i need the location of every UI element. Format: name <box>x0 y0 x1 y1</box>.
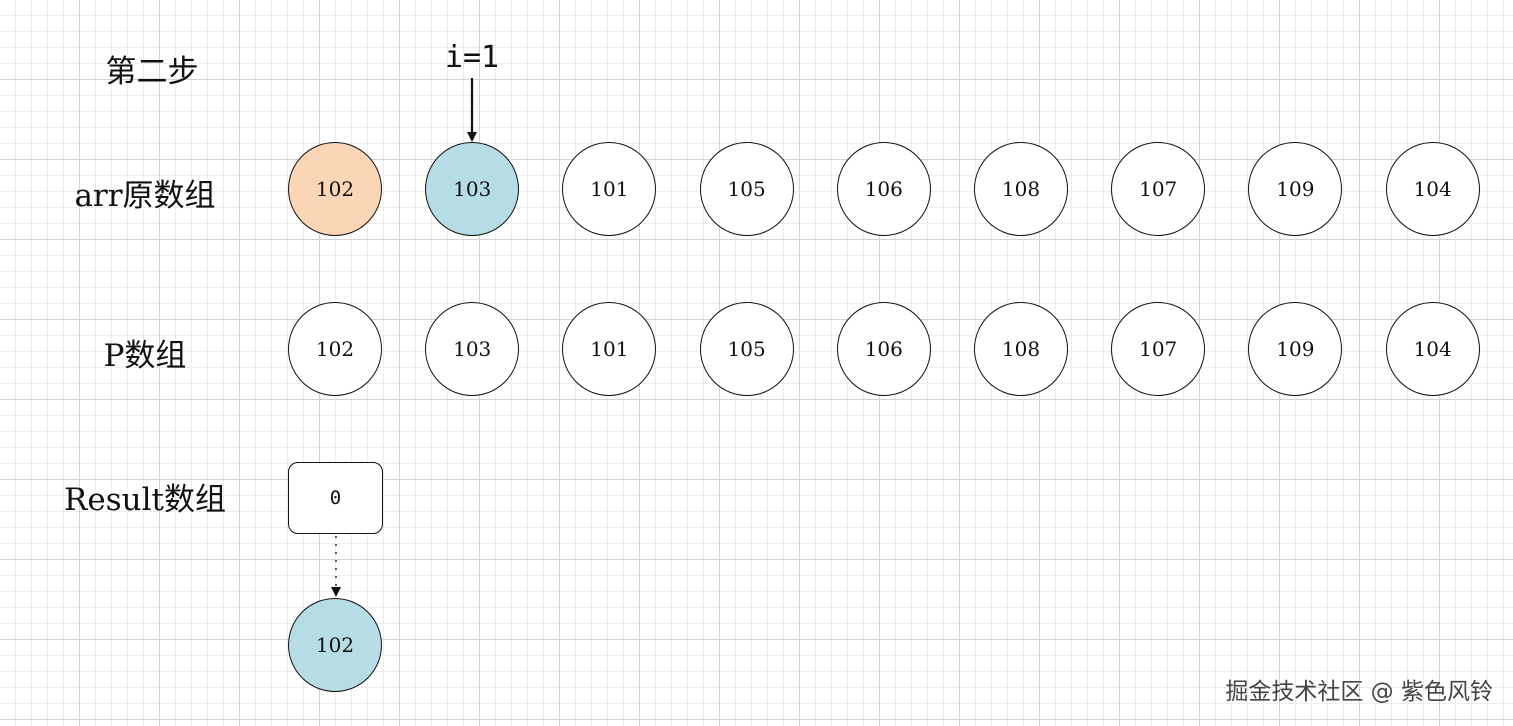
p-node-6: 107 <box>1111 302 1206 396</box>
p-node-8: 104 <box>1385 302 1480 396</box>
arr-node-8: 104 <box>1385 142 1480 236</box>
p-node-3: 105 <box>699 302 794 396</box>
arr-node-0: 102 <box>288 142 382 236</box>
p-node-4: 106 <box>836 302 931 396</box>
arr-row-label: arr原数组 <box>74 178 216 214</box>
watermark: 掘金技术社区 @ 紫色风铃 <box>1225 679 1493 705</box>
p-node-7: 109 <box>1248 302 1343 396</box>
p-node-1: 103 <box>425 302 520 396</box>
arr-node-4: 106 <box>836 142 931 236</box>
result-box: 0 <box>288 462 383 534</box>
result-row-label: Result数组 <box>64 482 226 518</box>
arr-node-7: 109 <box>1248 142 1343 236</box>
p-row-label: P数组 <box>103 338 187 374</box>
step-title: 第二步 <box>105 54 199 90</box>
p-node-5: 108 <box>974 302 1068 396</box>
p-node-2: 101 <box>562 302 657 396</box>
result-node: 102 <box>288 598 382 692</box>
arr-node-5: 108 <box>974 142 1068 236</box>
p-node-0: 102 <box>288 302 382 396</box>
arr-node-1: 103 <box>425 142 520 236</box>
pointer-label: i=1 <box>444 40 500 75</box>
arr-node-6: 107 <box>1111 142 1206 236</box>
arr-node-3: 105 <box>699 142 794 236</box>
arr-node-2: 101 <box>562 142 657 236</box>
